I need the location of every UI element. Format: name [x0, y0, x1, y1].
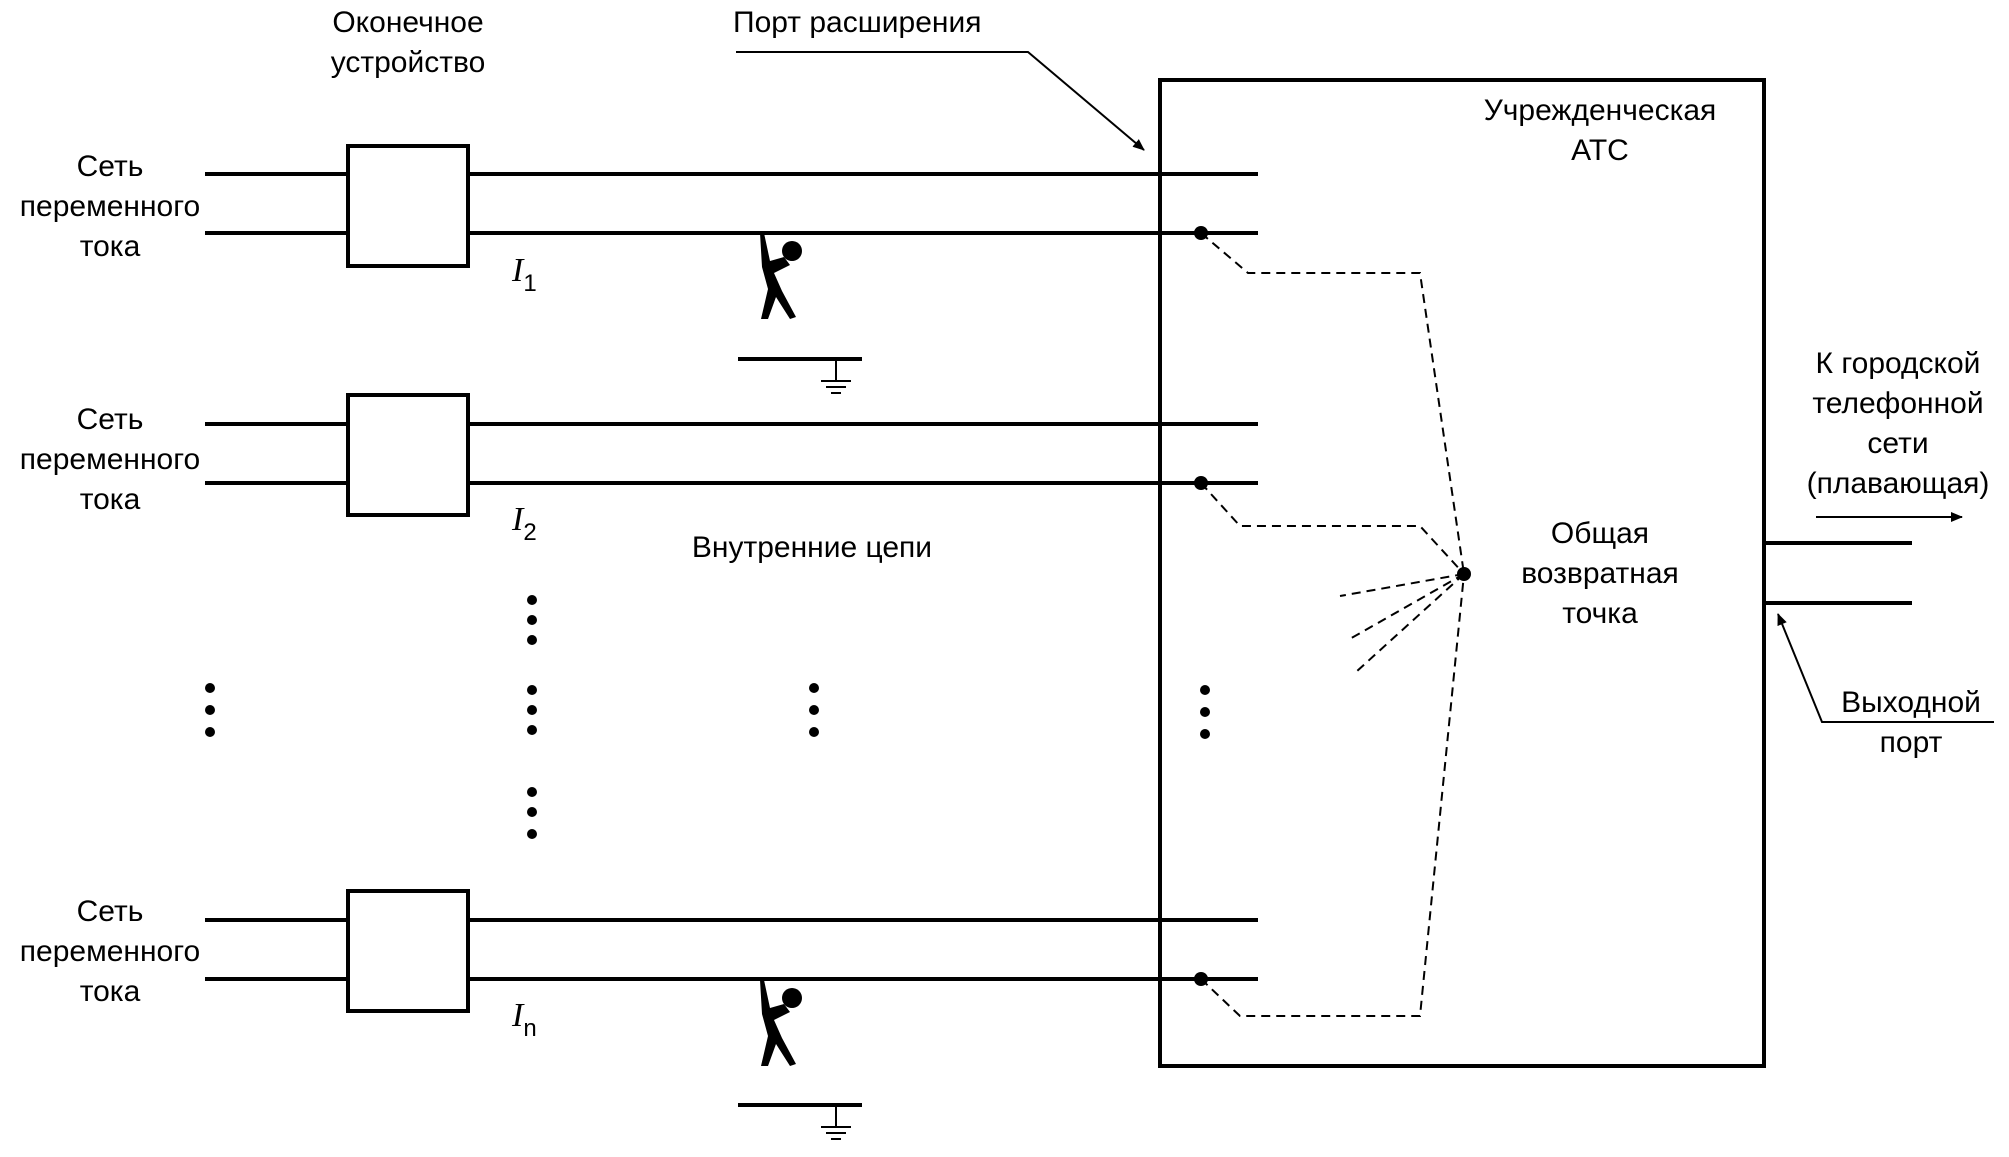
current-label-2: I2	[511, 501, 537, 546]
ac-mains-label-1-line2: переменного	[20, 190, 200, 223]
terminal-device-label-line2: устройство	[331, 46, 486, 79]
common-return-label-line3: точка	[1562, 597, 1638, 630]
circuit-2: Сеть переменного тока I2	[20, 393, 1258, 546]
common-return-label-line2: возвратная	[1521, 557, 1679, 590]
ground-icon-1	[820, 360, 852, 394]
terminal-device-n	[346, 889, 470, 1013]
pstn-label-line2: телефонной	[1812, 387, 1983, 420]
circuit-n: Сеть переменного тока In	[20, 889, 1258, 1140]
ac-mains-label-2-line1: Сеть	[77, 403, 144, 436]
output-port-label-line1: Выходной	[1841, 686, 1981, 719]
ac-mains-label-n-line3: тока	[80, 975, 141, 1008]
person-touching-icon-n	[760, 980, 802, 1066]
pbx-label-line2: АТС	[1571, 134, 1629, 167]
terminal-device-2	[346, 393, 470, 517]
ellipsis-dots	[205, 595, 1210, 839]
current-label-1: I1	[511, 252, 537, 297]
expansion-port-label: Порт расширения	[733, 6, 981, 39]
common-return-label-line1: Общая	[1551, 517, 1649, 550]
ac-mains-label-1-line3: тока	[80, 230, 141, 263]
person-touching-icon-1	[760, 233, 802, 319]
pstn-label-line4: (плавающая)	[1807, 467, 1990, 500]
ac-mains-label-2-line2: переменного	[20, 443, 200, 476]
terminal-device-1	[346, 144, 470, 268]
pstn-label-line1: К городской	[1816, 347, 1981, 380]
output-port-pointer	[1777, 613, 1994, 723]
output-port-label-line2: порт	[1880, 726, 1943, 759]
circuit-1: Сеть переменного тока I1	[20, 144, 1258, 394]
ac-mains-label-n-line1: Сеть	[77, 895, 144, 928]
ground-icon-n	[820, 1106, 852, 1140]
ac-mains-label-2-line3: тока	[80, 483, 141, 516]
terminal-device-label-line1: Оконечное	[332, 6, 483, 39]
pstn-label-line3: сети	[1867, 427, 1928, 460]
pbx-box	[1158, 78, 1766, 1068]
pbx-label-line1: Учрежденческая	[1484, 94, 1717, 127]
expansion-port-pointer	[736, 51, 1145, 151]
return-paths	[1200, 232, 1471, 1017]
ac-mains-label-1-line1: Сеть	[77, 150, 144, 183]
common-return-dot	[1457, 567, 1471, 581]
ac-mains-label-n-line2: переменного	[20, 935, 200, 968]
internal-circuits-label: Внутренние цепи	[692, 531, 932, 564]
current-label-n: In	[511, 997, 537, 1042]
